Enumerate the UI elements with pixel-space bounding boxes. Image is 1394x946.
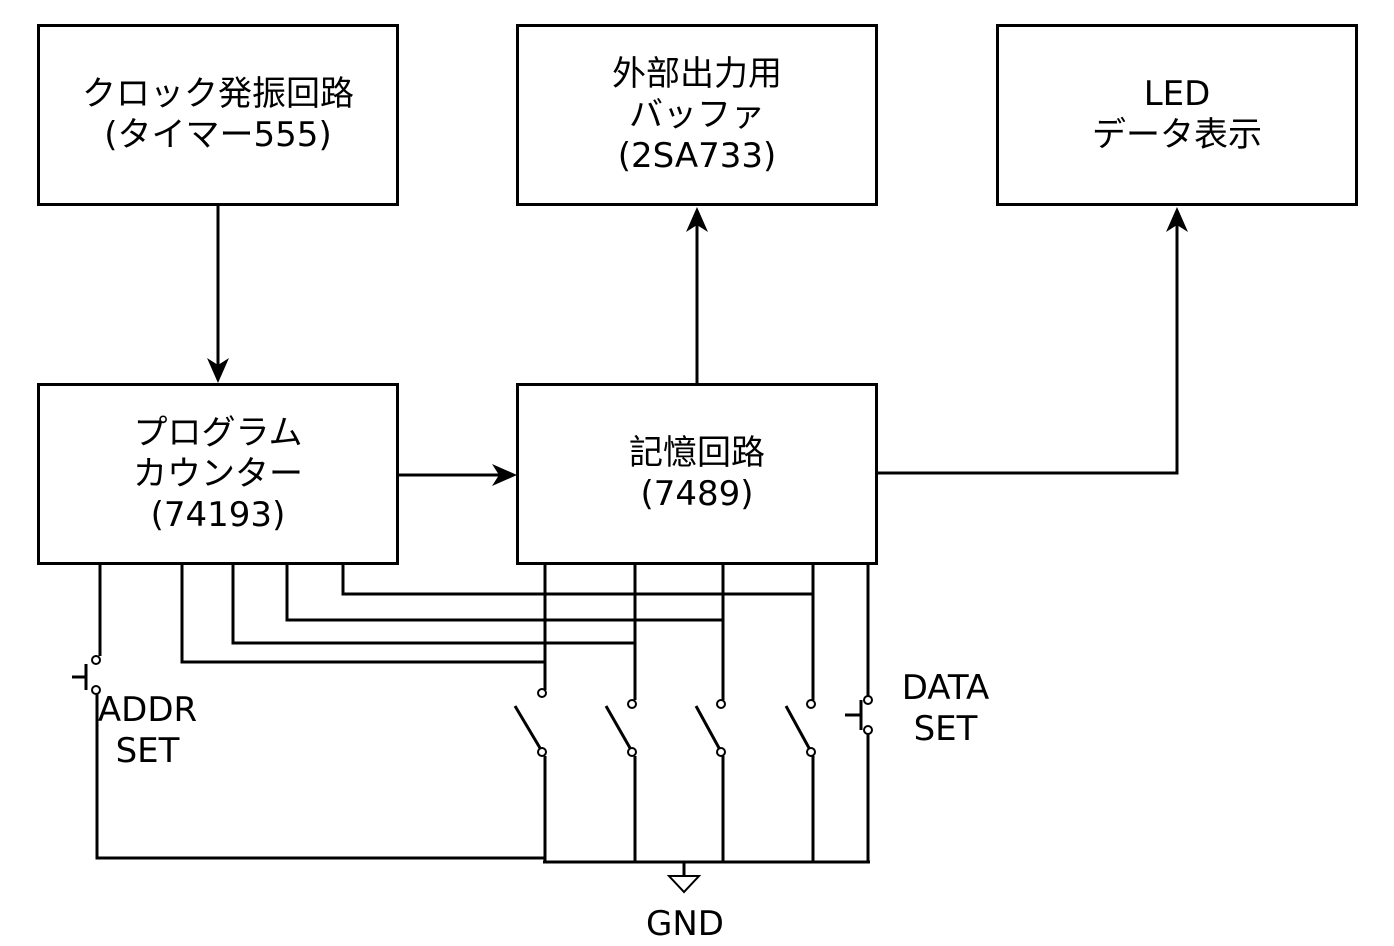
- addr-set-label: ADDR SET: [90, 690, 205, 772]
- clock-oscillator-label: クロック発振回路: [82, 74, 354, 114]
- arrowhead-counter-to-memory: [492, 464, 517, 486]
- output-buffer-block: 外部出力用 バッファ (2SA733): [516, 24, 878, 206]
- program-counter-label: プログラム: [133, 412, 303, 453]
- led-display-block: LED データ表示: [996, 24, 1358, 206]
- ground-label: GND: [646, 904, 724, 944]
- addr-wire-4: [341, 565, 813, 596]
- led-display-label-2: データ表示: [1092, 115, 1262, 155]
- toggle-switch-4: [784, 699, 816, 862]
- memory-part: (7489): [640, 474, 754, 514]
- arrowhead-memory-to-led: [1166, 207, 1188, 232]
- toggle-switch-2: [604, 699, 637, 862]
- addr-wire-3: [285, 565, 723, 622]
- arrow-memory-to-led: [878, 224, 1179, 475]
- clock-oscillator-block: クロック発振回路 (タイマー555): [37, 24, 399, 206]
- memory-block: 記憶回路 (7489): [516, 383, 878, 565]
- data-set-pushbutton: [845, 695, 873, 862]
- output-buffer-label: 外部出力用: [612, 53, 782, 94]
- addr-wire-1: [180, 565, 547, 685]
- addr-set-line2: SET: [115, 731, 180, 771]
- data-set-label: DATA SET: [888, 668, 1003, 750]
- led-display-label: LED: [1143, 74, 1211, 114]
- memory-label: 記憶回路: [629, 433, 765, 473]
- arrowhead-clock-to-counter: [207, 358, 229, 383]
- arrowhead-memory-to-buffer: [686, 207, 708, 232]
- program-counter-label-2: カウンター: [133, 453, 303, 494]
- toggle-switch-3: [694, 699, 726, 862]
- toggle-switch-1: [513, 685, 547, 862]
- clock-oscillator-part: (タイマー555): [104, 115, 332, 155]
- addr-wire-2: [231, 565, 637, 700]
- ground-symbol: [666, 875, 702, 894]
- output-buffer-part: (2SA733): [617, 135, 777, 176]
- data-set-line1: DATA: [901, 668, 990, 708]
- program-counter-block: プログラム カウンター (74193): [37, 383, 399, 565]
- program-counter-part: (74193): [150, 494, 286, 535]
- data-set-line2: SET: [913, 709, 978, 749]
- addr-set-line1: ADDR: [97, 690, 198, 730]
- output-buffer-label-2: バッファ: [629, 94, 765, 135]
- addr-set-pushbutton: [72, 565, 545, 860]
